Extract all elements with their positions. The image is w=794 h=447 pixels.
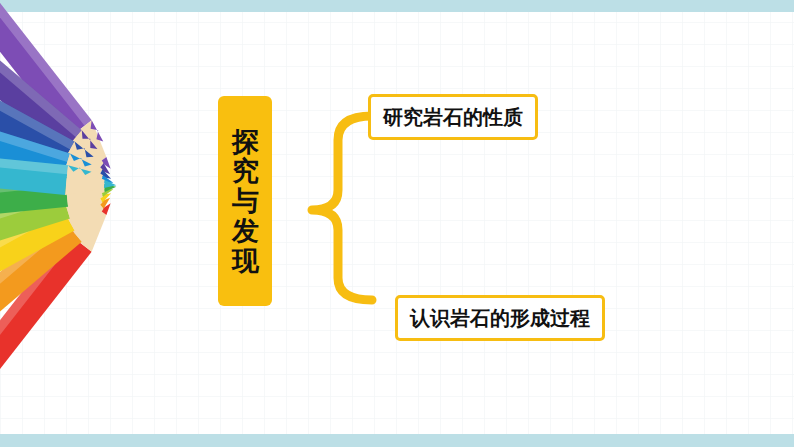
topic-title: 探究与发现 xyxy=(232,127,259,275)
pencil-fan xyxy=(0,0,122,447)
pencil-wood xyxy=(65,165,106,199)
pencil-shine xyxy=(0,79,70,162)
pencil-shine xyxy=(0,140,68,174)
pencil-paint-edge xyxy=(68,153,93,168)
pencil-paint-edge xyxy=(67,165,92,175)
curly-brace xyxy=(312,116,372,300)
pencil-lead xyxy=(104,180,117,189)
top-bar xyxy=(0,0,794,12)
pencil-shine xyxy=(0,21,75,150)
bottom-bar xyxy=(0,434,794,447)
topic-box: 探究与发现 xyxy=(218,96,272,306)
topic-item-box: 认识岩石的形成过程 xyxy=(395,295,605,341)
topic-item: 研究岩石的性质 xyxy=(383,104,523,131)
topic-item-box: 研究岩石的性质 xyxy=(368,94,538,140)
pencil-paint-edge xyxy=(85,120,106,144)
topic-item: 认识岩石的形成过程 xyxy=(410,305,590,332)
pencil-body xyxy=(0,140,68,195)
pencil xyxy=(0,140,118,200)
